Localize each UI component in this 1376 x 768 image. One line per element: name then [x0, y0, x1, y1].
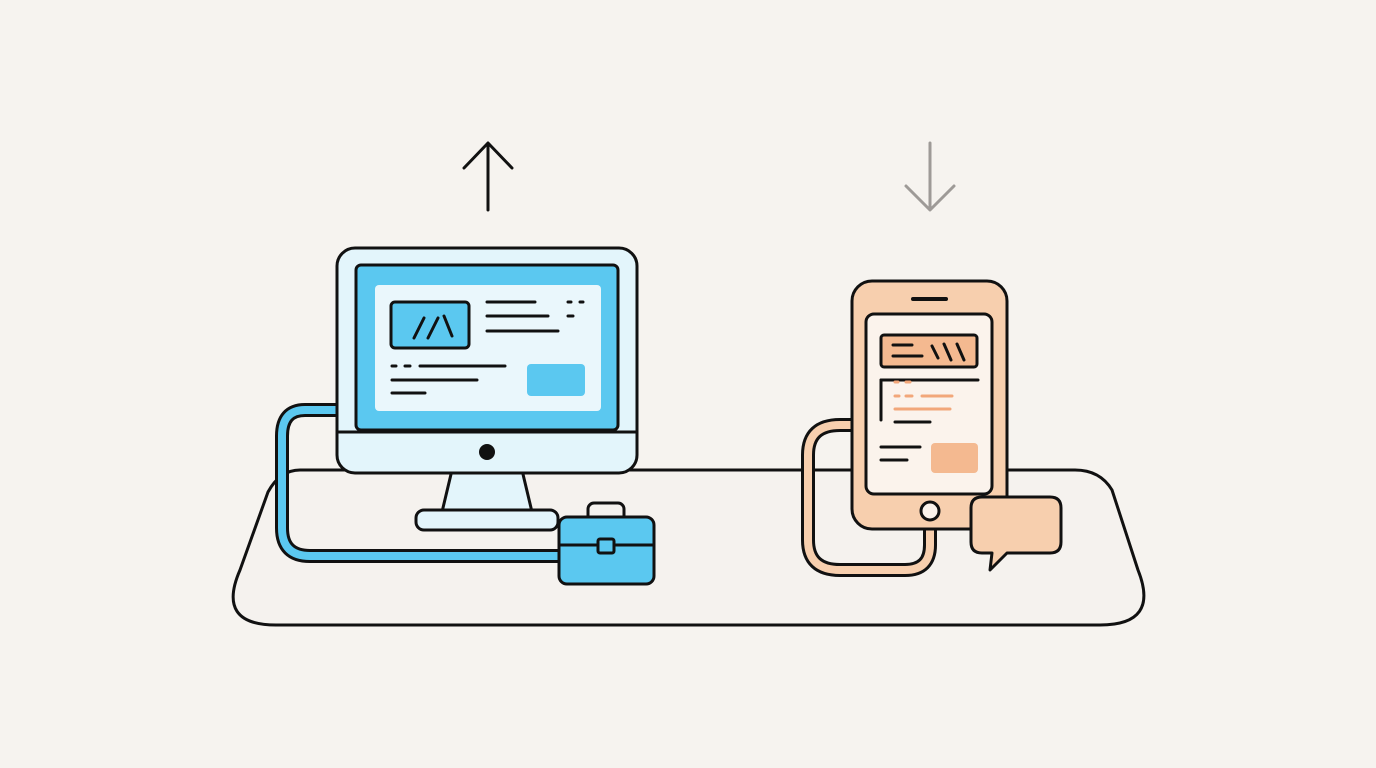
phone-cable-color: [804, 421, 934, 574]
arrow-up-icon: [462, 141, 514, 212]
arrow-down-icon: [904, 141, 956, 212]
desktop-monitor: [335, 246, 639, 532]
phone-header-block: [879, 333, 979, 369]
monitor-image-placeholder: [389, 300, 471, 350]
briefcase-icon: [557, 501, 656, 586]
monitor-power-dot: [479, 444, 495, 460]
monitor-stand-base: [414, 508, 560, 532]
phone-screen-button: [931, 443, 978, 473]
phone-home-button: [919, 500, 941, 522]
desktop-cable-color: [278, 406, 564, 560]
monitor-screen-button: [527, 364, 585, 396]
smartphone: [850, 279, 1009, 531]
monitor-stand-neck: [440, 468, 534, 514]
chat-bubble-icon: [969, 495, 1063, 572]
